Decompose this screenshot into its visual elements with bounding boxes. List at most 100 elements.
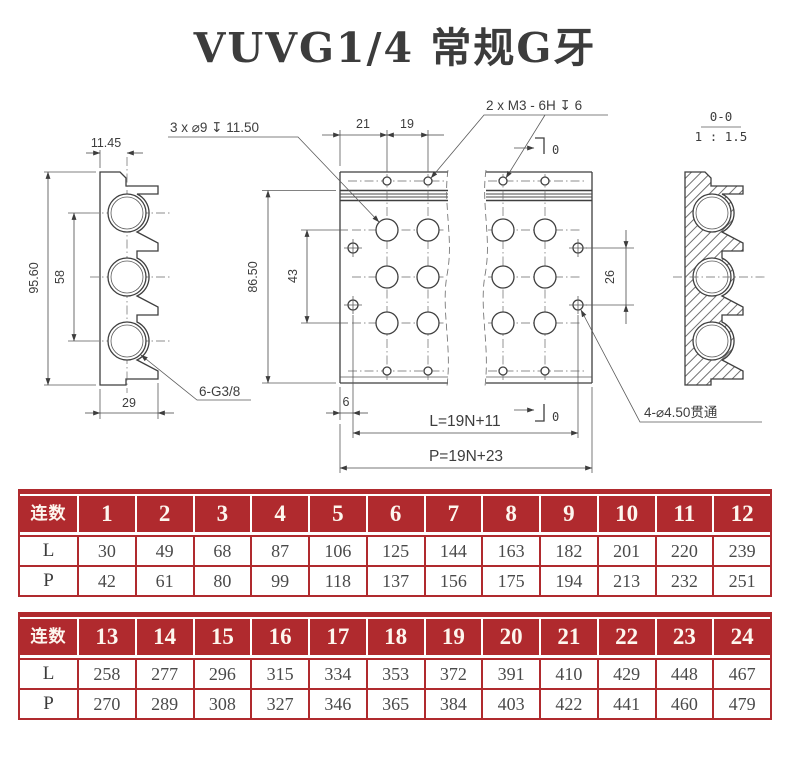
table-cell: 175 (483, 567, 539, 595)
table-top-bar (20, 491, 770, 494)
dim-29: 29 (85, 383, 174, 419)
table-row-label: L (20, 660, 77, 688)
counterbore-leader: 3 x ⌀9 ↧ 11.50 (168, 120, 380, 223)
table-cell: 144 (425, 537, 482, 565)
table-column-header: 11 (656, 496, 713, 532)
dim-26-label: 26 (603, 270, 617, 284)
table-cell: 365 (367, 690, 424, 718)
dim-6: 6 (326, 315, 368, 420)
table-cell: 61 (136, 567, 193, 595)
table-cell: 220 (656, 537, 713, 565)
dim-11-45-label: 11.45 (91, 136, 121, 150)
section-profile (673, 171, 767, 386)
table-column-header: 1 (79, 496, 135, 532)
table-cell: 80 (194, 567, 251, 595)
table-cell: 194 (541, 567, 597, 595)
counterbore-note: 3 x ⌀9 ↧ 11.50 (170, 120, 259, 135)
drawing-canvas: 11.45 95.60 58 29 (27, 98, 767, 473)
table-column-header: 2 (136, 496, 193, 532)
table-column-header: 19 (425, 619, 482, 655)
table-cell: 467 (714, 660, 770, 688)
table-cell: 479 (714, 690, 770, 718)
table-cell: 213 (598, 567, 655, 595)
table-cell: 327 (252, 690, 308, 718)
table-cell: 353 (367, 660, 424, 688)
table-column-header: 17 (310, 619, 366, 655)
dim-21-label: 21 (356, 117, 370, 131)
valve-holes (375, 218, 557, 335)
dim-58-label: 58 (53, 270, 67, 284)
table-column-header: 15 (194, 619, 251, 655)
section-scale: 1 : 1.5 (695, 129, 748, 144)
table-cell: 296 (194, 660, 251, 688)
table-cell: 289 (136, 690, 193, 718)
through-hole-note: 4-⌀4.50贯通 (644, 405, 718, 420)
table-cell: 384 (425, 690, 482, 718)
table-column-header: 5 (310, 496, 366, 532)
dim-58: 58 (53, 212, 90, 342)
dim-86-50: 86.50 (246, 190, 336, 384)
technical-drawing: 11.45 95.60 58 29 (27, 98, 767, 473)
table-top-bar (20, 614, 770, 617)
table-column-header: 16 (252, 619, 308, 655)
length-formula: L=19N+11 (429, 413, 500, 430)
table-column-header: 7 (425, 496, 482, 532)
section-marker-bottom-label: 0 (552, 410, 559, 424)
table-cell: 156 (425, 567, 482, 595)
port-holes-side (107, 193, 147, 361)
table-cell: 201 (598, 537, 655, 565)
table-cell: 315 (252, 660, 308, 688)
through-hole-leader: 4-⌀4.50贯通 (580, 309, 762, 423)
table-cell: 42 (79, 567, 135, 595)
table-cell: 391 (483, 660, 539, 688)
dim-29-label: 29 (122, 396, 136, 410)
table-cell: 277 (136, 660, 193, 688)
table-column-header: 6 (367, 496, 424, 532)
tap-leader: 2 x M3 - 6H ↧ 6 (430, 98, 608, 179)
table-column-header: 9 (541, 496, 597, 532)
table-cell: 163 (483, 537, 539, 565)
table-cell: 270 (79, 690, 135, 718)
table-row-label: L (20, 537, 77, 565)
dim-19-label: 19 (400, 117, 414, 131)
table-column-header: 22 (598, 619, 655, 655)
section-name: 0-0 (710, 109, 733, 124)
table-cell: 334 (310, 660, 366, 688)
dim-21-19: 21 19 (322, 117, 444, 172)
table-row-label: P (20, 690, 77, 718)
section-mark-bottom: 0 (514, 404, 559, 424)
table-cell: 460 (656, 690, 713, 718)
tap-note: 2 x M3 - 6H ↧ 6 (486, 98, 582, 113)
table-column-header: 13 (79, 619, 135, 655)
table-cell: 403 (483, 690, 539, 718)
pitch-formula: P=19N+23 (429, 448, 503, 465)
table-column-header: 12 (714, 496, 770, 532)
table-column-header: 4 (252, 496, 308, 532)
dim-P: P=19N+23 (339, 387, 593, 473)
table-cell: 422 (541, 690, 597, 718)
dim-86-50-label: 86.50 (246, 261, 260, 292)
table-cell: 308 (194, 690, 251, 718)
table-column-header: 8 (483, 496, 539, 532)
dim-43-label: 43 (286, 269, 300, 283)
table-column-header: 10 (598, 496, 655, 532)
table-cell: 106 (310, 537, 366, 565)
dim-11-45: 11.45 (86, 136, 143, 168)
table-cell: 441 (598, 690, 655, 718)
table-column-header: 18 (367, 619, 424, 655)
table-cell: 239 (714, 537, 770, 565)
table-cell: 448 (656, 660, 713, 688)
dim-26: 26 (586, 230, 634, 324)
table-cell: 87 (252, 537, 308, 565)
table-cell: 49 (136, 537, 193, 565)
dim-95-60: 95.60 (27, 171, 96, 386)
table-cell: 251 (714, 567, 770, 595)
